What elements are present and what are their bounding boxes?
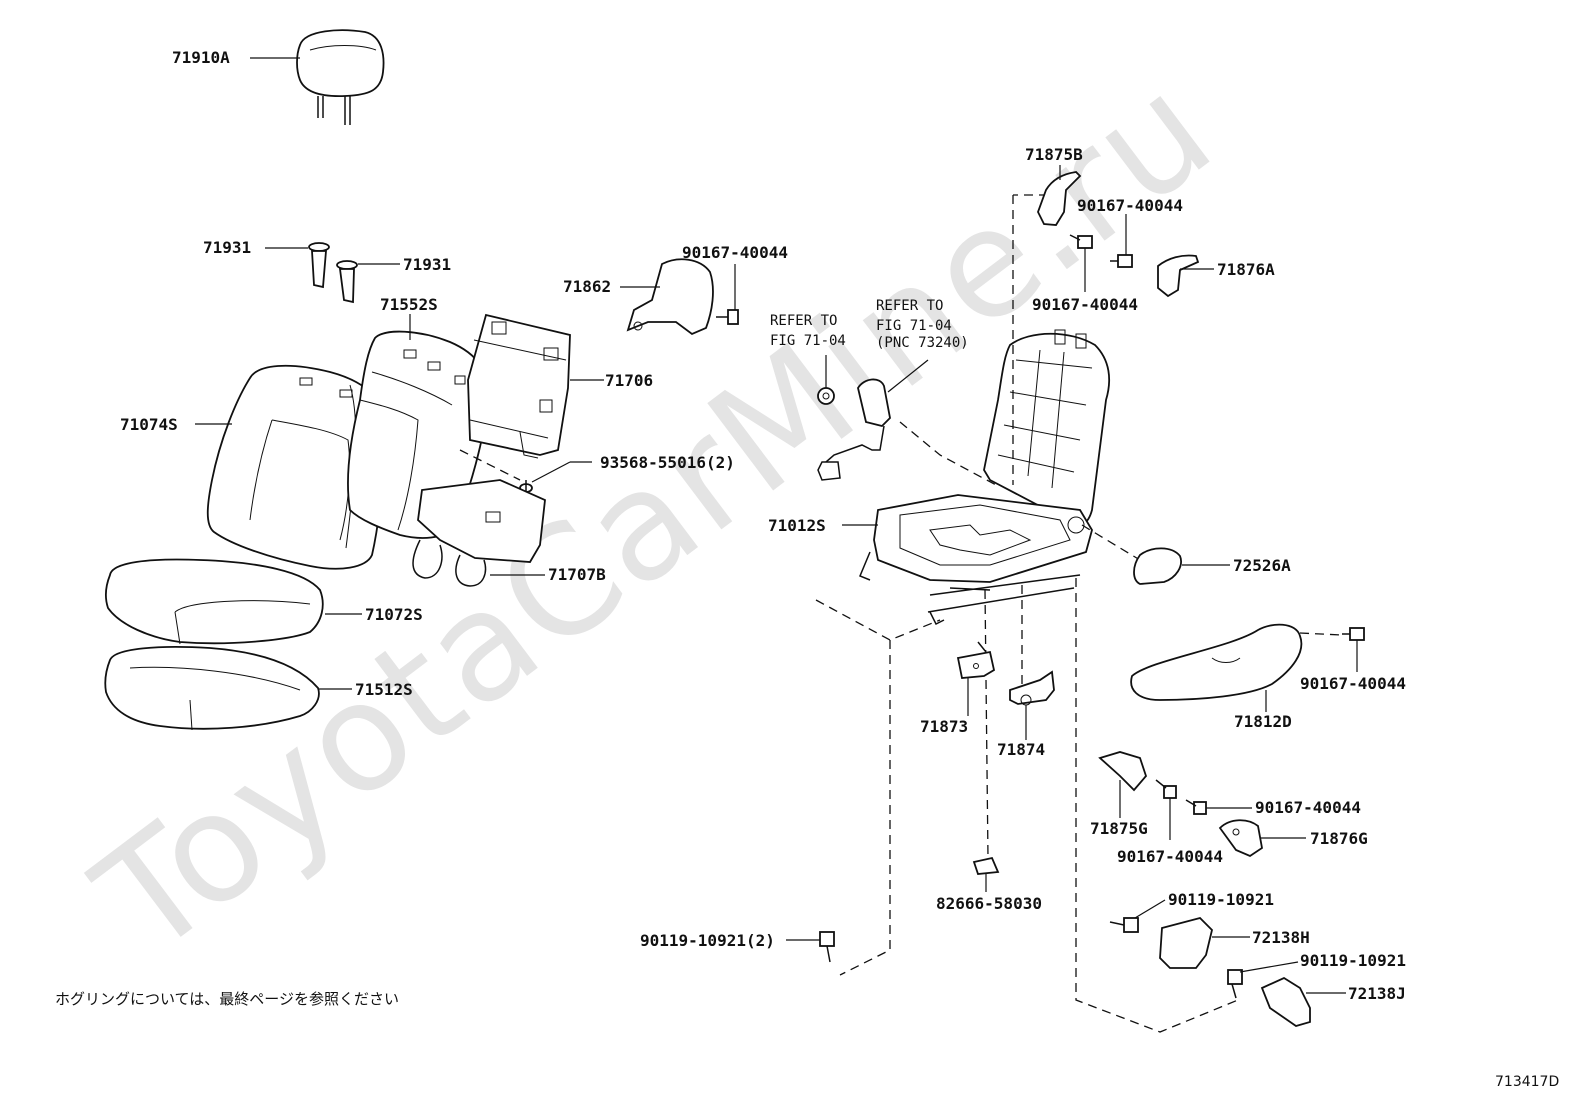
label-71874: 71874 <box>997 740 1045 759</box>
label-90119-10921-r2: 90119-10921 <box>1300 951 1406 970</box>
label-71706: 71706 <box>605 371 653 390</box>
label-71074s: 71074S <box>120 415 178 434</box>
label-71931-right: 71931 <box>403 255 451 274</box>
bolt-90167-40044-top <box>716 309 739 325</box>
label-71812d: 71812D <box>1234 712 1292 731</box>
track-cover-72138h <box>1159 916 1213 969</box>
label-72138j: 72138J <box>1348 984 1406 1003</box>
clip-82666-58030 <box>972 856 1000 875</box>
label-72138h: 72138H <box>1252 928 1310 947</box>
label-71512s: 71512S <box>355 680 413 699</box>
seat-frame-71012s <box>859 329 1111 626</box>
label-71875g: 71875G <box>1090 819 1148 838</box>
bolt-90167-40044-r4 <box>1185 799 1207 815</box>
label-90167-40044-r3: 90167-40044 <box>1300 674 1406 693</box>
label-71876g: 71876G <box>1310 829 1368 848</box>
back-board-71706 <box>467 313 571 459</box>
label-71910a: 71910A <box>172 48 230 67</box>
bracket-71874 <box>1009 670 1055 706</box>
refer-left-line1: REFER TO <box>770 313 837 329</box>
headrest-guide-71931-right <box>336 260 358 304</box>
label-71862: 71862 <box>563 277 611 296</box>
label-71707b: 71707B <box>548 565 606 584</box>
seat-cushion-cover-71072s <box>104 558 324 645</box>
track-cover-72138j <box>1260 976 1311 1027</box>
lever-knob-72526a <box>1133 547 1182 585</box>
label-90119-10921-left: 90119-10921(2) <box>640 931 775 950</box>
label-90119-10921-r1: 90119-10921 <box>1168 890 1274 909</box>
label-93568-55016: 93568-55016(2) <box>600 453 735 472</box>
seatbelt-buckle-refer-part <box>817 378 891 481</box>
figure-code: 713417D <box>1495 1074 1559 1090</box>
bolt-90119-10921-r1 <box>1109 917 1139 933</box>
screw-90167-40044-r3 <box>1342 627 1365 641</box>
bolt-90119-10921-left <box>819 931 835 963</box>
back-board-lower-71707b <box>412 479 546 587</box>
recliner-cover-71862 <box>626 258 714 336</box>
seatback-cover-71074s <box>206 364 386 570</box>
label-71876a: 71876A <box>1217 260 1275 279</box>
hinge-cover-71876g <box>1218 819 1263 858</box>
hinge-cover-71875g <box>1098 751 1148 792</box>
label-71552s: 71552S <box>380 295 438 314</box>
label-90167-40044-r5: 90167-40044 <box>1117 847 1223 866</box>
label-90167-40044-r4: 90167-40044 <box>1255 798 1361 817</box>
refer-left-line2: FIG 71-04 <box>770 333 846 349</box>
label-71875b: 71875B <box>1025 145 1083 164</box>
hog-ring-note: ホグリングについては、最終ページを参照ください <box>55 990 399 1008</box>
hinge-cover-71876a <box>1157 254 1200 298</box>
seat-cushion-shield-71812d <box>1130 623 1303 701</box>
label-90167-40044-top: 90167-40044 <box>682 243 788 262</box>
label-71072s: 71072S <box>365 605 423 624</box>
label-90167-40044-r1: 90167-40044 <box>1077 196 1183 215</box>
label-71873: 71873 <box>920 717 968 736</box>
seat-cushion-pad-71512s <box>104 646 320 731</box>
bracket-71873 <box>956 641 996 679</box>
bolt-90167-40044-r2 <box>1069 234 1093 249</box>
nut-refer-part <box>817 387 835 405</box>
refer-right-line2: FIG 71-04 <box>876 318 952 334</box>
refer-right-line1: REFER TO <box>876 298 943 314</box>
refer-right-line3: (PNC 73240) <box>876 335 969 351</box>
label-72526a: 72526A <box>1233 556 1291 575</box>
bolt-90167-40044-r1 <box>1110 254 1133 268</box>
headrest-71910a <box>296 29 385 125</box>
label-90167-40044-r2: 90167-40044 <box>1032 295 1138 314</box>
label-82666-58030: 82666-58030 <box>936 894 1042 913</box>
label-71931-left: 71931 <box>203 238 251 257</box>
headrest-guide-71931-left <box>308 242 330 289</box>
label-71012s: 71012S <box>768 516 826 535</box>
hinge-cover-71875b <box>1037 171 1082 226</box>
bolt-90119-10921-r2 <box>1227 969 1243 999</box>
bolt-90167-40044-r5 <box>1155 779 1177 799</box>
